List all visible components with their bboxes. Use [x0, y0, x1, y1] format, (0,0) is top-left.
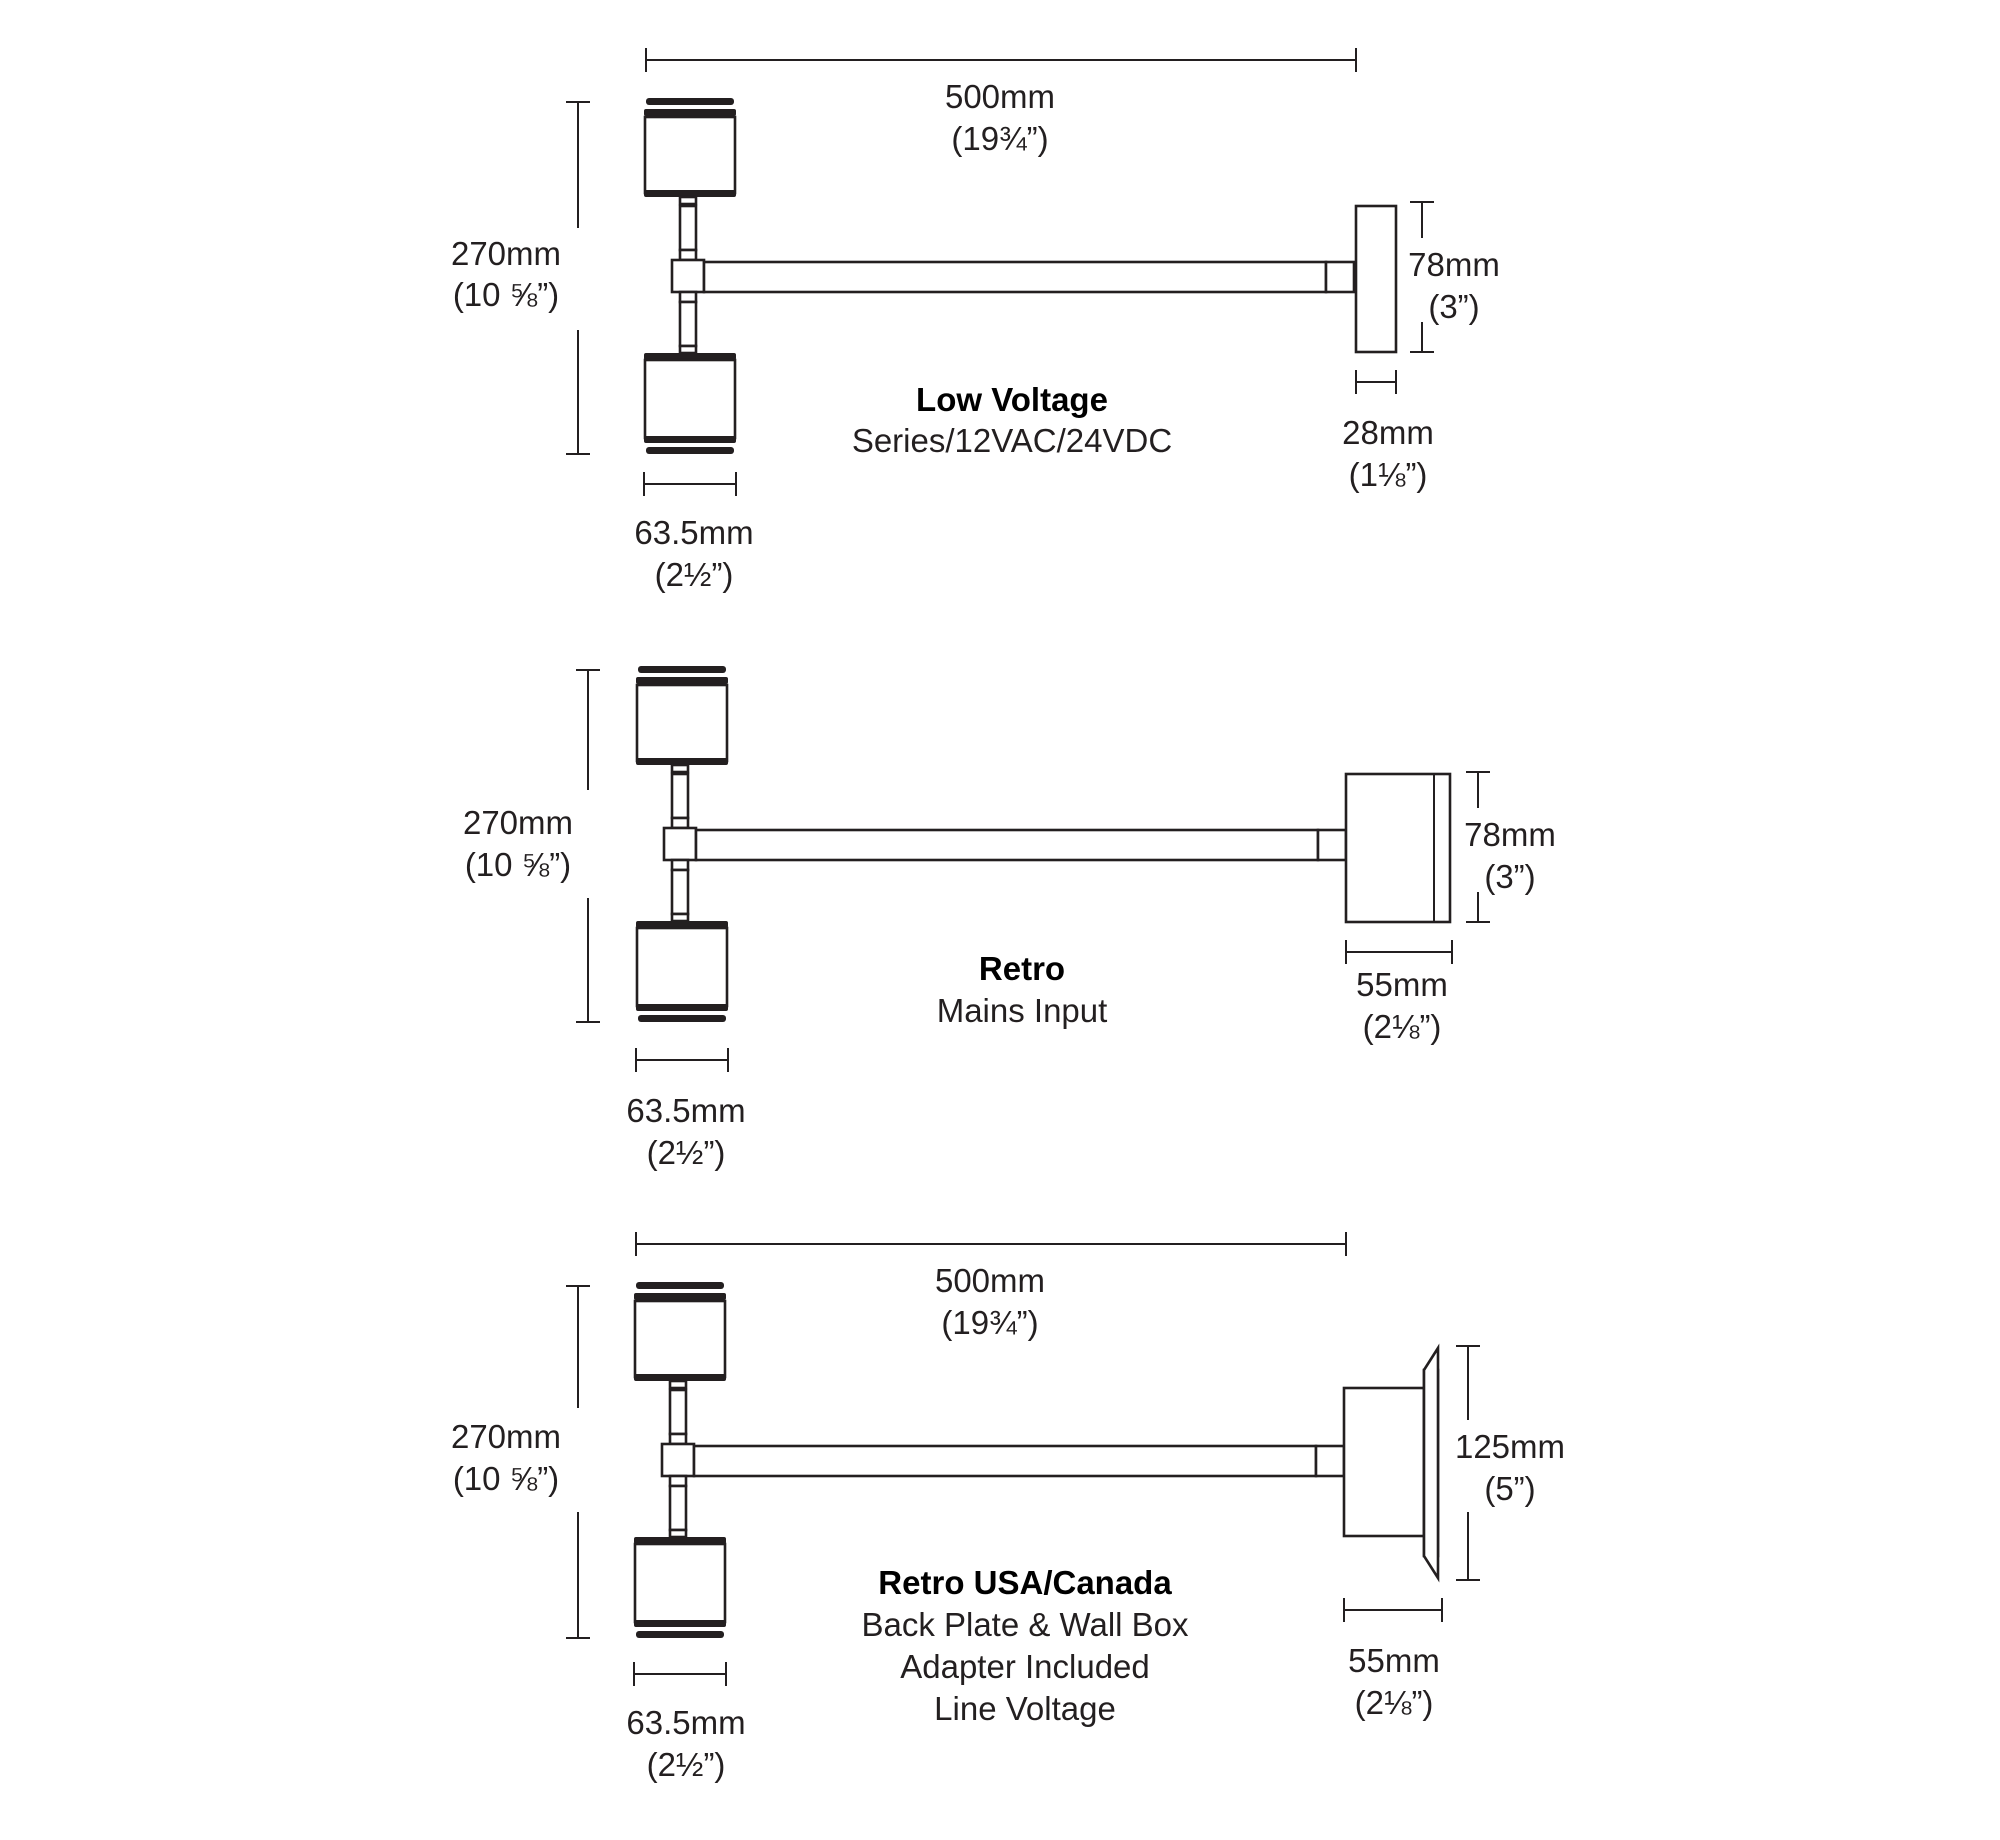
arm-length-in: (19¾”)	[941, 1304, 1038, 1341]
fixture-retro: 270mm (10 ⅝”) 63.5mm (2½”) 78mm (3”) 55m…	[463, 666, 1556, 1171]
arm-length-in: (19¾”)	[951, 120, 1048, 157]
fixture-subtitle: Mains Input	[937, 992, 1108, 1029]
height-in: (10 ⅝”)	[465, 846, 571, 883]
dim-plate-height: 78mm (3”)	[1408, 201, 1500, 353]
dim-plate-depth: 55mm (2⅛”)	[1343, 1598, 1443, 1721]
wall-plate	[1354, 204, 1398, 354]
dim-height: 270mm (10 ⅝”)	[451, 101, 590, 455]
head-width-in: (2½”)	[647, 1746, 726, 1783]
height-mm: 270mm	[451, 235, 561, 272]
lamp-head-top	[635, 666, 729, 765]
dim-head-width: 63.5mm (2½”)	[634, 472, 754, 593]
stem-bottom	[668, 1474, 688, 1539]
dim-plate-height: 78mm (3”)	[1464, 771, 1556, 923]
dim-head-width: 63.5mm (2½”)	[626, 1048, 746, 1171]
head-width-in: (2½”)	[655, 556, 734, 593]
stem-top	[678, 195, 698, 262]
wall-box	[1344, 772, 1452, 924]
fixture-subtitle-line-1: Back Plate & Wall Box	[861, 1606, 1189, 1643]
plate-depth-mm: 55mm	[1348, 1642, 1440, 1679]
stem-top	[670, 763, 690, 830]
plate-depth-in: (1⅛”)	[1349, 456, 1428, 493]
head-width-mm: 63.5mm	[626, 1092, 745, 1129]
dim-plate-depth: 55mm (2⅛”)	[1345, 940, 1453, 1045]
arm-tube	[694, 828, 1348, 862]
plate-height-mm: 78mm	[1464, 816, 1556, 853]
plate-height-in: (3”)	[1428, 288, 1479, 325]
plate-height-mm: 125mm	[1455, 1428, 1565, 1465]
height-mm: 270mm	[463, 804, 573, 841]
stem-bottom	[678, 290, 698, 355]
head-width-mm: 63.5mm	[626, 1704, 745, 1741]
dim-arm-length: 500mm (19¾”)	[635, 1232, 1347, 1341]
dim-height: 270mm (10 ⅝”)	[463, 669, 600, 1023]
arm-tube	[702, 260, 1356, 294]
height-in: (10 ⅝”)	[453, 276, 559, 313]
lamp-head-bottom	[633, 1537, 727, 1638]
fixture-subtitle-line-3: Line Voltage	[934, 1690, 1116, 1727]
arm-hub	[662, 826, 698, 862]
dim-height: 270mm (10 ⅝”)	[451, 1285, 590, 1639]
height-mm: 270mm	[451, 1418, 561, 1455]
plate-depth-in: (2⅛”)	[1355, 1684, 1434, 1721]
arm-tube	[692, 1444, 1346, 1478]
fixture-subtitle-line-2: Adapter Included	[900, 1648, 1150, 1685]
fixture-title: Retro	[979, 950, 1065, 987]
arm-length-mm: 500mm	[945, 78, 1055, 115]
fixture-title: Retro USA/Canada	[878, 1564, 1172, 1601]
dim-arm-length: 500mm (19¾”)	[645, 48, 1357, 157]
plate-height-in: (5”)	[1484, 1470, 1535, 1507]
fixture-title: Low Voltage	[916, 381, 1108, 418]
plate-height-mm: 78mm	[1408, 246, 1500, 283]
lamp-head-top	[633, 1282, 727, 1381]
stem-bottom	[670, 858, 690, 923]
dim-plate-depth: 28mm (1⅛”)	[1342, 370, 1434, 493]
lamp-head-bottom	[635, 921, 729, 1022]
dim-plate-height: 125mm (5”)	[1455, 1345, 1565, 1581]
stem-top	[668, 1379, 688, 1446]
plate-depth-in: (2⅛”)	[1363, 1008, 1442, 1045]
fixture-subtitle: Series/12VAC/24VDC	[852, 422, 1172, 459]
lamp-head-top	[643, 98, 737, 197]
arm-hub	[660, 1442, 696, 1478]
head-width-in: (2½”)	[647, 1134, 726, 1171]
height-in: (10 ⅝”)	[453, 1460, 559, 1497]
plate-depth-mm: 55mm	[1356, 966, 1448, 1003]
plate-height-in: (3”)	[1484, 858, 1535, 895]
arm-hub	[670, 258, 706, 294]
fixture-low-voltage: 500mm (19¾”) 270mm (10 ⅝”) 63.5mm (2½”) …	[451, 48, 1500, 593]
wall-box	[1342, 1343, 1440, 1583]
plate-depth-mm: 28mm	[1342, 414, 1434, 451]
fixture-retro-usa-canada: 500mm (19¾”) 270mm (10 ⅝”) 63.5mm (2½”) …	[451, 1232, 1565, 1783]
lamp-head-bottom	[643, 353, 737, 454]
dim-head-width: 63.5mm (2½”)	[626, 1662, 746, 1783]
head-width-mm: 63.5mm	[634, 514, 753, 551]
arm-length-mm: 500mm	[935, 1262, 1045, 1299]
